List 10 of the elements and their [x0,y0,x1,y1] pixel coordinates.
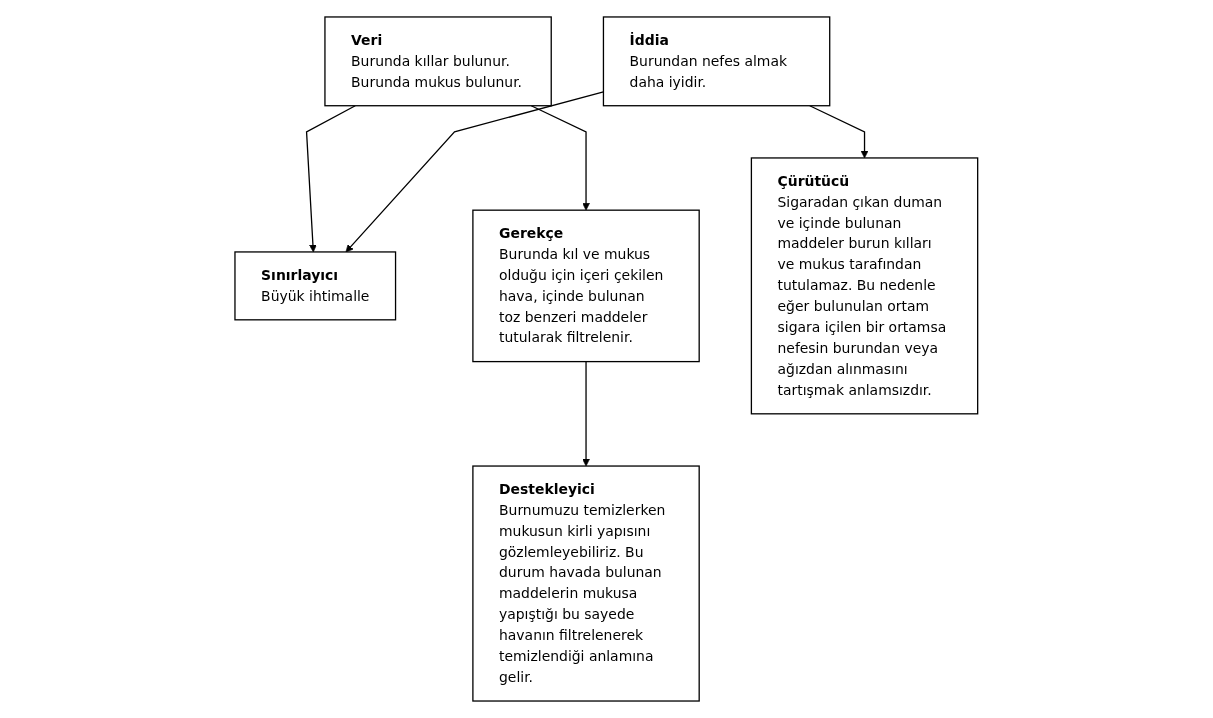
arrow [809,105,869,159]
node-box: Destekleyici Burnumuzu temizlerken mukusun kirli yapısını gözlemleyebiliriz. Bu durum havada bulunan maddelerin mukusa yapıştığı bu sayede havanın filtrelenerek temizlendiği anlamına gelir. [472,465,700,702]
arrow [306,105,357,253]
arrow [530,105,591,211]
node-box: Gerekçe Burunda kıl ve mukus olduğu için içeri çekilen hava, içinde bulunan toz benzeri maddeler tutularak filtrelenir. [472,209,700,363]
node-box: Sınırlayıcı Büyük ihtimalle [234,251,397,321]
node-box: Veri Burunda kıllar bulunur. Burunda mukus bulunur. [324,16,553,107]
node-box: Çürütücü Sigaradan çıkan duman ve içinde bulunan maddeler burun kılları ve mukus tarafından tutulamaz. Bu nedenle eğer bulunulan ortam sigara içilen bir ortamsa nefesin burundan veya ağızdan alınmasını tartışmak anlamsızdır. [750,157,979,415]
arrow [582,360,591,467]
node-box: İddia Burundan nefes almak daha iyidir. [602,16,831,107]
